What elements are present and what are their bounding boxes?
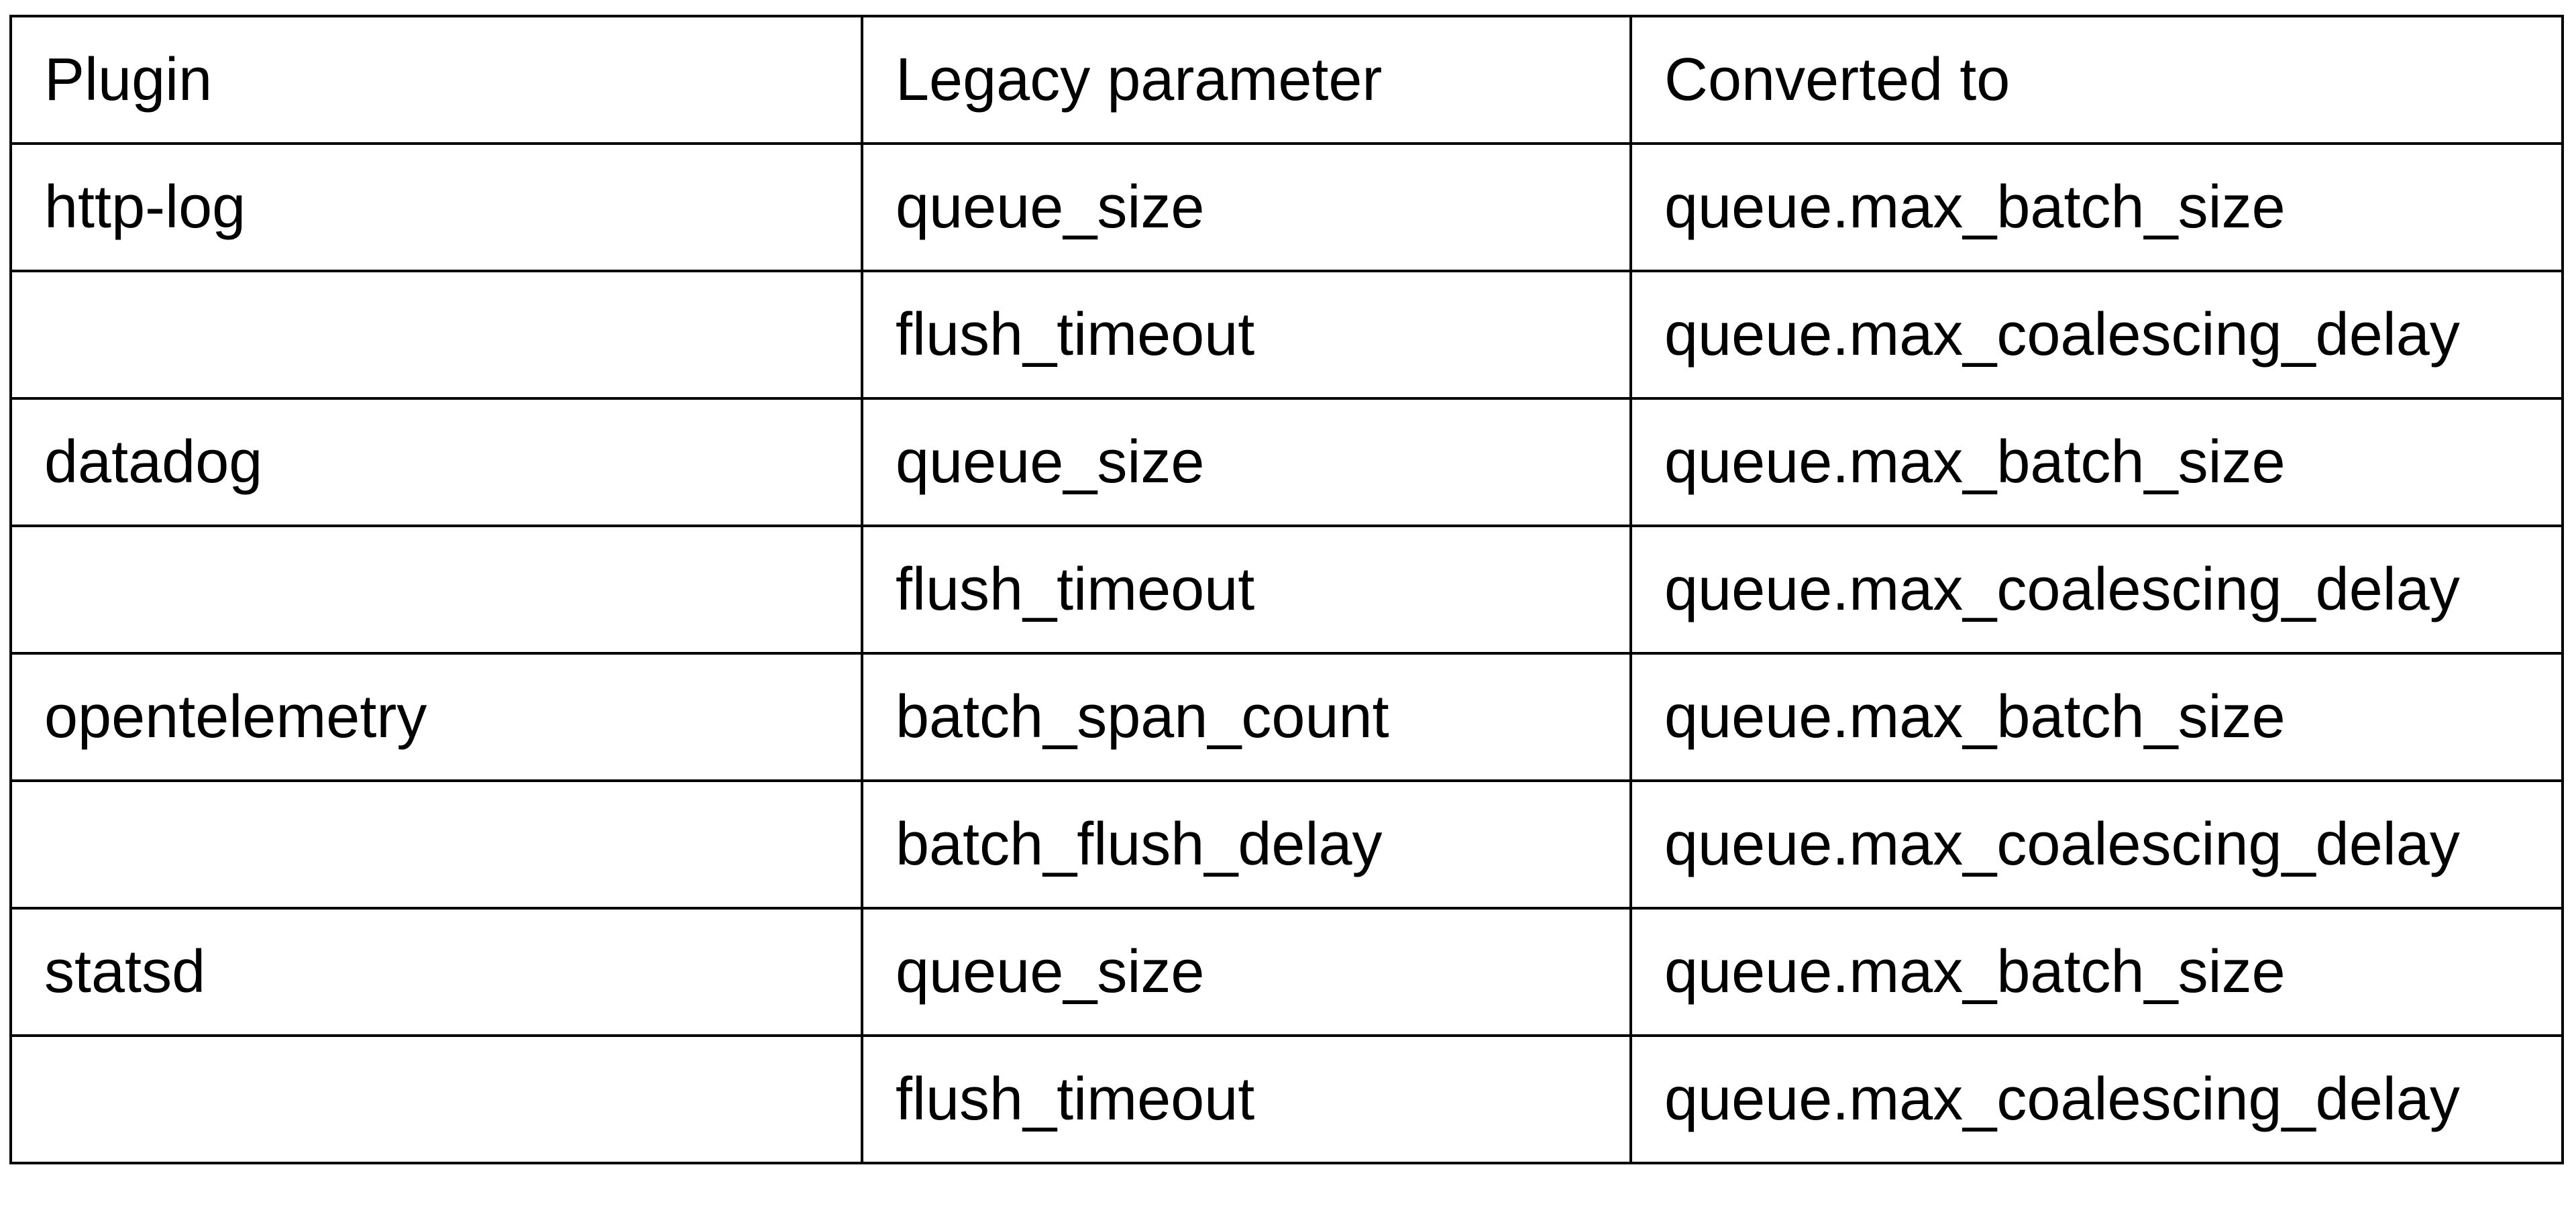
cell-plugin <box>9 779 863 910</box>
cell-plugin <box>9 525 863 655</box>
cell-converted: queue.max_coalescing_delay <box>1629 779 2564 910</box>
cell-converted: queue.max_batch_size <box>1629 652 2564 782</box>
cell-converted: queue.max_coalescing_delay <box>1629 1034 2564 1164</box>
column-header-converted-to: Converted to <box>1629 15 2564 145</box>
table-body: http-log queue_size queue.max_batch_size… <box>9 142 2564 1164</box>
cell-legacy: queue_size <box>861 397 1632 527</box>
cell-plugin: statsd <box>9 907 863 1037</box>
cell-plugin: http-log <box>9 142 863 272</box>
cell-legacy: batch_flush_delay <box>861 779 1632 910</box>
table-row: http-log queue_size queue.max_batch_size <box>9 142 2564 272</box>
legacy-parameter-conversion-table: Plugin Legacy parameter Converted to htt… <box>9 15 2564 1164</box>
table-row: flush_timeout queue.max_coalescing_delay <box>9 1034 2564 1164</box>
table-row: flush_timeout queue.max_coalescing_delay <box>9 525 2564 655</box>
cell-legacy: flush_timeout <box>861 1034 1632 1164</box>
cell-plugin <box>9 270 863 400</box>
cell-converted: queue.max_batch_size <box>1629 907 2564 1037</box>
cell-converted: queue.max_coalescing_delay <box>1629 270 2564 400</box>
column-header-legacy-parameter: Legacy parameter <box>861 15 1632 145</box>
cell-legacy: flush_timeout <box>861 270 1632 400</box>
column-header-plugin: Plugin <box>9 15 863 145</box>
table-row: statsd queue_size queue.max_batch_size <box>9 907 2564 1037</box>
cell-converted: queue.max_batch_size <box>1629 397 2564 527</box>
cell-plugin: datadog <box>9 397 863 527</box>
cell-legacy: queue_size <box>861 907 1632 1037</box>
cell-legacy: flush_timeout <box>861 525 1632 655</box>
cell-legacy: batch_span_count <box>861 652 1632 782</box>
cell-legacy: queue_size <box>861 142 1632 272</box>
table-header-row: Plugin Legacy parameter Converted to <box>9 15 2564 145</box>
table-header: Plugin Legacy parameter Converted to <box>9 15 2564 145</box>
table-row: flush_timeout queue.max_coalescing_delay <box>9 270 2564 400</box>
table-row: opentelemetry batch_span_count queue.max… <box>9 652 2564 782</box>
cell-converted: queue.max_coalescing_delay <box>1629 525 2564 655</box>
cell-converted: queue.max_batch_size <box>1629 142 2564 272</box>
table-row: batch_flush_delay queue.max_coalescing_d… <box>9 779 2564 910</box>
cell-plugin: opentelemetry <box>9 652 863 782</box>
table-row: datadog queue_size queue.max_batch_size <box>9 397 2564 527</box>
cell-plugin <box>9 1034 863 1164</box>
